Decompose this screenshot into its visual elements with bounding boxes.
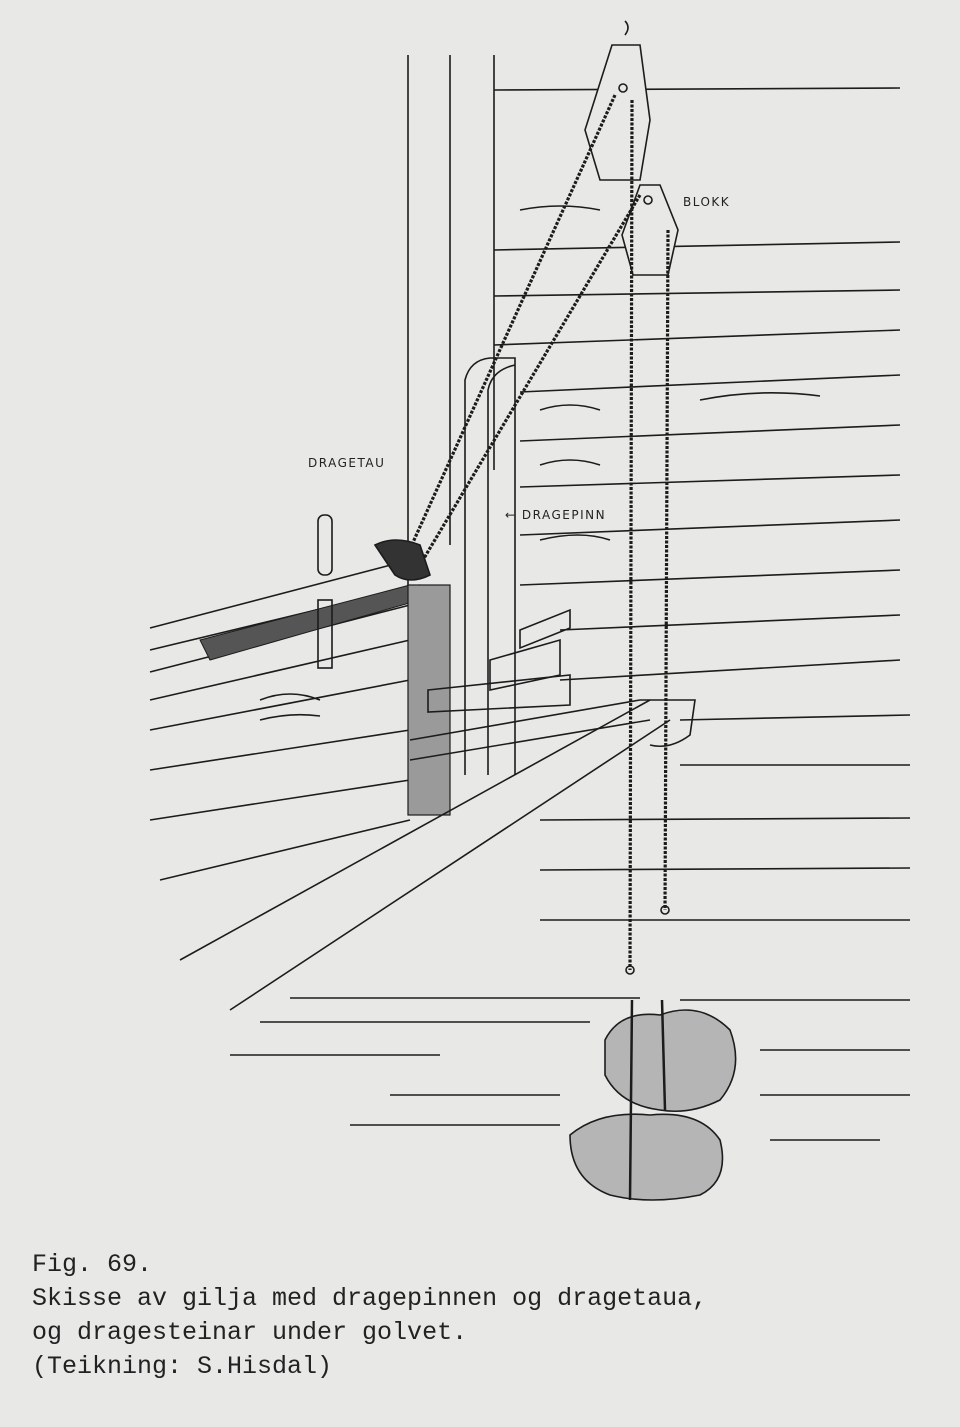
caption-credit: (Teikning: S.Hisdal) [32, 1352, 333, 1381]
label-blokk: BLOKK [683, 195, 730, 209]
pulley-blocks [584, 20, 679, 276]
rope-knot [373, 539, 431, 581]
caption-line-1: Skisse av gilja med dragepinnen og drage… [32, 1284, 708, 1313]
label-dragetau: DRAGETAU [308, 456, 385, 470]
caption-line-2: og dragesteinar under golvet. [32, 1318, 468, 1347]
gilja-sketch-illustration: BLOKK DRAGETAU ← DRAGEPINN [149, 20, 911, 1201]
wall-boards [230, 87, 911, 1141]
side-post [407, 584, 451, 816]
railing [149, 514, 421, 881]
floor-beams [179, 699, 671, 1011]
drag-stones [569, 999, 737, 1201]
figure-caption: Fig. 69. Skisse av gilja med dragepinnen… [32, 1248, 707, 1384]
wall-posts [407, 55, 495, 600]
ropes [403, 94, 670, 971]
dragepinn-post [427, 357, 696, 775]
label-dragepinn: ← DRAGEPINN [505, 508, 606, 522]
figure-number: Fig. 69. [32, 1250, 153, 1279]
